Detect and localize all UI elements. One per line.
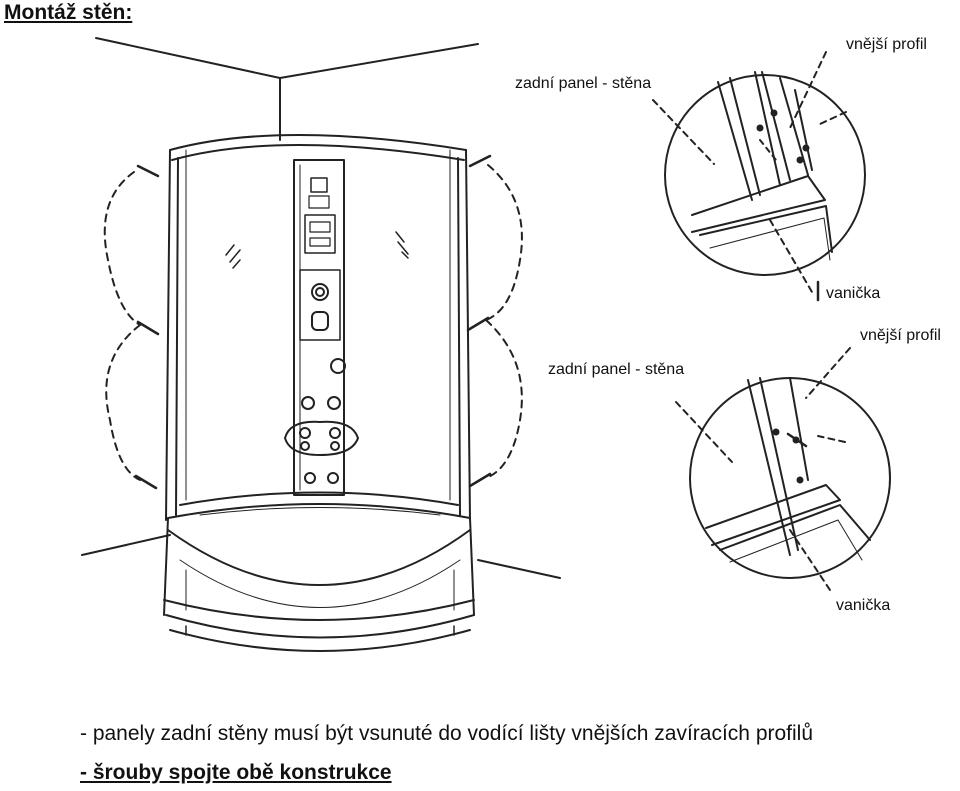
label-top-tray: vanička bbox=[826, 285, 881, 302]
detail-circle-top bbox=[652, 51, 866, 302]
note-panels: - panely zadní stěny musí být vsunuté do… bbox=[80, 722, 814, 745]
glass-reflection-marks bbox=[225, 231, 409, 269]
page-title: Montáž stěn: bbox=[4, 1, 133, 24]
right-screw-paths bbox=[485, 164, 523, 479]
label-top-back-panel: zadní panel - stěna bbox=[515, 75, 652, 92]
shower-enclosure bbox=[103, 134, 523, 652]
detail-circle-bottom bbox=[675, 347, 891, 591]
room-corner-lines bbox=[81, 37, 561, 579]
screw-icons bbox=[134, 154, 492, 490]
label-bottom-tray: vanička bbox=[836, 597, 891, 614]
label-bottom-outer-profile: vnější profil bbox=[860, 327, 941, 344]
label-bottom-back-panel: zadní panel - stěna bbox=[548, 361, 685, 378]
left-screw-paths bbox=[103, 171, 141, 481]
note-screws: - šrouby spojte obě konstrukce bbox=[80, 761, 392, 784]
control-column bbox=[284, 159, 359, 496]
shower-tray bbox=[163, 491, 475, 652]
label-top-outer-profile: vnější profil bbox=[846, 36, 927, 53]
